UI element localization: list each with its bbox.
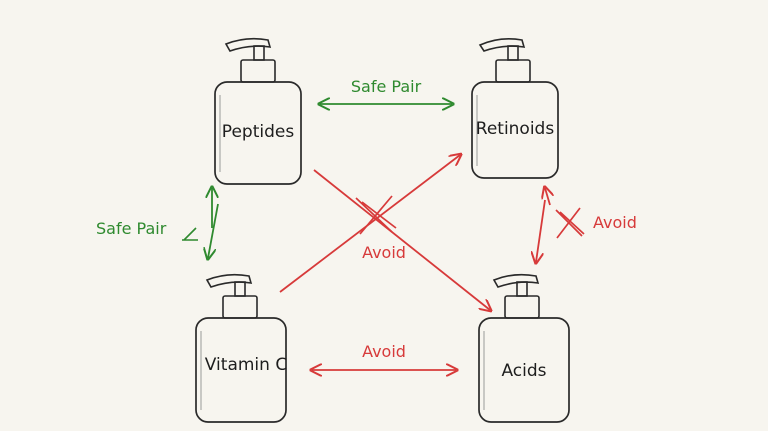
arrow-retinoids-acids-down <box>536 199 546 262</box>
arrow-retinoids-acids-up <box>545 188 550 206</box>
cross-mark-icon <box>555 207 585 239</box>
label-vitamin-c: Vitamin C <box>205 355 287 375</box>
bottle-vitamin-c: Vitamin C <box>195 273 287 423</box>
link-label-avoid-bottom: Avoid <box>362 342 406 361</box>
link-label-safe-left: Safe Pair <box>96 219 167 238</box>
check-mark-icon <box>182 227 198 241</box>
link-cross-diagonals: Avoid <box>279 155 490 310</box>
bottle-retinoids: Retinoids <box>471 38 559 179</box>
bottle-acids: Acids <box>478 273 570 423</box>
cross-mark-center-icon <box>355 195 397 235</box>
bottle-peptides: Peptides <box>214 37 302 185</box>
link-label-avoid-right: Avoid <box>593 213 637 232</box>
arrow-vitamin-c-retinoids <box>279 155 460 293</box>
label-acids: Acids <box>501 361 546 381</box>
label-peptides: Peptides <box>222 122 295 142</box>
arrow-peptides-acids <box>313 169 490 310</box>
link-vitamin-c-acids: Avoid <box>312 342 456 370</box>
label-retinoids: Retinoids <box>476 119 555 139</box>
arrow-peptides-vitamin-c-down <box>208 203 219 258</box>
link-label-avoid-center: Avoid <box>362 243 406 262</box>
link-retinoids-acids: Avoid <box>536 188 637 262</box>
link-label-safe-top: Safe Pair <box>351 77 422 96</box>
link-peptides-vitamin-c: Safe Pair <box>96 188 219 258</box>
link-peptides-retinoids: Safe Pair <box>320 77 452 104</box>
